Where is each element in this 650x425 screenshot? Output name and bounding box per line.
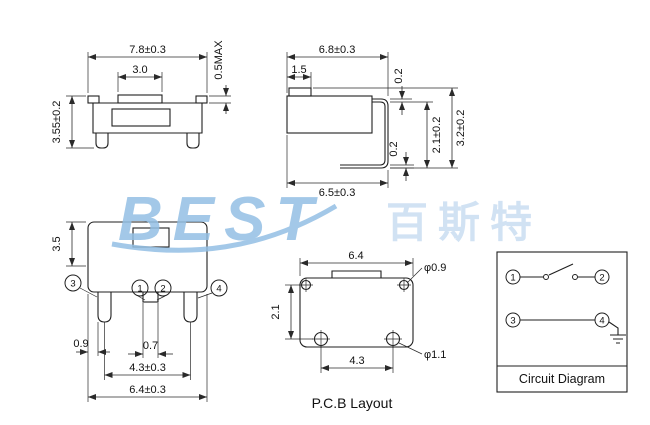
switch-contact-right [572, 274, 578, 280]
pin-callout-1: 1 [131, 279, 149, 301]
side-bent-lead-outer [340, 98, 389, 169]
circuit-top-branch: 1 2 [505, 263, 610, 285]
dim-bottom-pin-offset: 0.9 [73, 338, 88, 350]
dim-front-button-width: 3.0 [132, 64, 147, 76]
circuit-diagram: 1 2 3 4 Circuit Diagram [496, 251, 628, 393]
watermark: BEST 百斯特 [111, 185, 542, 254]
pin-1-label: 1 [137, 284, 142, 295]
side-dim-base-width: 6.5±0.3 [286, 135, 389, 199]
pcb-layout: 6.4 2.1 4.3 φ0.9 φ1.1 P.C.B Layout [270, 250, 446, 411]
dim-side-overall-width: 6.8±0.3 [319, 44, 356, 56]
switch-arm [548, 263, 574, 276]
dim-bottom-depth: 3.5 [51, 236, 63, 251]
front-dim-button-width: 3.0 [117, 64, 163, 92]
side-dim-body-height: 2.1±0.2 [390, 102, 458, 169]
watermark-swoosh-icon [111, 203, 338, 253]
dim-pcb-row-spacing: 2.1 [270, 304, 282, 319]
pcb-caption: P.C.B Layout [312, 395, 393, 411]
bottom-center-terminal [142, 291, 159, 303]
pcb-footprint [299, 270, 414, 348]
bottom-dim-overall-width: 6.4±0.3 [87, 294, 208, 402]
circuit-pin-2: 2 [599, 273, 604, 284]
pin-2-label: 2 [160, 284, 165, 295]
pcb-hole-large-label: φ1.1 [398, 342, 446, 361]
circuit-box [496, 251, 628, 393]
dim-side-total-height: 3.2±0.2 [455, 110, 467, 147]
side-dim-lead-bottom: 0.2 [388, 141, 414, 181]
dim-bottom-overall-width: 6.4±0.3 [129, 384, 166, 396]
circuit-pin-1: 1 [510, 273, 515, 284]
side-view-part [286, 87, 389, 169]
dim-side-lead-top: 0.2 [393, 68, 405, 83]
dim-side-button-width: 1.5 [291, 64, 306, 76]
dim-bottom-pin-width: 0.7 [143, 340, 158, 352]
bottom-dim-pin-spacing: 4.3±0.3 [104, 322, 191, 380]
pcb-dim-width: 6.4 [299, 250, 414, 276]
watermark-chinese: 百斯特 [386, 199, 542, 246]
circuit-caption: Circuit Diagram [519, 372, 605, 386]
front-left-lead [95, 133, 109, 149]
front-view: 7.8±0.3 3.0 0.5MAX 3.55±0.2 [51, 40, 231, 149]
front-dim-body-height: 3.55±0.2 [51, 95, 94, 149]
watermark-logo: BEST [118, 185, 323, 254]
side-dim-lead-top: 0.2 [390, 68, 433, 115]
bottom-dim-depth: 3.5 [51, 221, 86, 267]
circuit-pin-3: 3 [510, 316, 515, 327]
side-dim-overall-width: 6.8±0.3 [286, 44, 389, 96]
side-view: 6.8±0.3 1.5 0.2 0.2 6.5±0.3 [286, 44, 467, 199]
side-button [288, 87, 312, 97]
pin-callout-4: 4 [197, 279, 228, 299]
circuit-bottom-branch: 3 4 [505, 312, 626, 344]
dim-front-body-height: 3.55±0.2 [51, 101, 63, 144]
side-bent-lead-inner [340, 101, 386, 166]
bottom-dim-pin-width: 0.7 [128, 303, 173, 358]
side-dim-button-width: 1.5 [287, 64, 312, 88]
ground-lead [608, 321, 619, 335]
front-dim-stem-height: 0.5MAX [209, 40, 231, 114]
label-hole-small: φ0.9 [424, 262, 446, 274]
pcb-dim-hole-spacing: 4.3 [320, 346, 394, 373]
label-hole-large: φ1.1 [424, 349, 446, 361]
pin-callout-3: 3 [64, 274, 98, 298]
front-button [117, 94, 163, 104]
pin-3-label: 3 [70, 279, 75, 290]
pin-4-label: 4 [216, 284, 221, 295]
pcb-dim-row-spacing: 2.1 [270, 284, 313, 340]
dim-front-overall-width: 7.8±0.3 [129, 44, 166, 56]
dim-front-stem-height: 0.5MAX [213, 40, 225, 80]
dim-side-body-height: 2.1±0.2 [431, 117, 443, 154]
bottom-dim-pin-offset: 0.9 [73, 322, 110, 356]
switch-contact-left [543, 274, 549, 280]
dim-side-lead-bottom: 0.2 [388, 141, 400, 156]
bottom-left-pin [97, 292, 112, 323]
bottom-view: 3 1 2 4 3.5 0.9 [51, 221, 228, 402]
dim-side-base-width: 6.5±0.3 [319, 187, 356, 199]
bottom-right-pin [183, 292, 198, 323]
pin-callout-2: 2 [154, 279, 172, 301]
circuit-pin-4: 4 [599, 316, 604, 327]
ground-icon [610, 334, 626, 344]
front-dim-overall-width: 7.8±0.3 [87, 44, 208, 93]
dim-pcb-width: 6.4 [348, 250, 363, 262]
front-right-lead [186, 133, 200, 149]
dim-pcb-hole-spacing: 4.3 [349, 355, 364, 367]
pcb-hole-small-label: φ0.9 [407, 262, 446, 283]
front-view-part [87, 94, 208, 149]
side-dim-total-height: 3.2±0.2 [313, 87, 467, 168]
dim-bottom-pin-spacing: 4.3±0.3 [129, 362, 166, 374]
